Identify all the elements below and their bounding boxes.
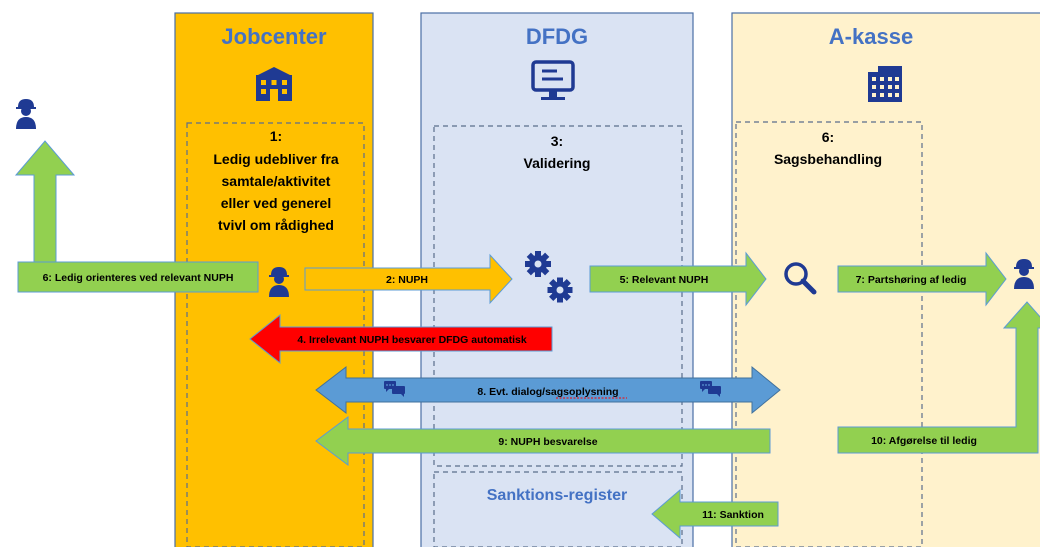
step6-box: [735, 121, 923, 547]
arrow-6-up: [14, 140, 76, 263]
arrow-4-irrelevant: [249, 313, 553, 365]
arrow-7-label: 7: Partshøring af ledig: [856, 274, 967, 286]
arrow-9-label: 9: NUPH besvarelse: [498, 436, 597, 448]
arrow-2-label: 2: NUPH: [386, 274, 428, 286]
arrow-6-orient: [17, 261, 259, 293]
step1-number: 1:: [270, 128, 282, 144]
step6-line: Sagsbehandling: [774, 151, 882, 167]
building-icon: [256, 67, 292, 101]
arrow-4-label: 4. Irrelevant NUPH besvarer DFDG automat…: [297, 334, 526, 346]
jobcenter-title: Jobcenter: [221, 24, 327, 49]
step3-box: [433, 125, 683, 467]
monitor-icon: [531, 60, 575, 100]
person-worker-icon: [269, 267, 289, 297]
arrow-11-sanktion: [651, 488, 779, 540]
person-worker-icon: [16, 99, 36, 129]
arrow-6-orient-label: 6: Ledig orienteres ved relevant NUPH: [43, 272, 234, 284]
chat-icon: [384, 381, 405, 397]
arrow-2-nuph: [304, 253, 513, 305]
arrow-9-besvarelse: [315, 416, 771, 466]
person-worker-icon: [1014, 259, 1034, 289]
step6-number: 6:: [822, 129, 834, 145]
step1-line-1: Ledig udebliver fra: [213, 151, 338, 167]
step1-line-3: eller ved generel: [221, 195, 332, 211]
arrow-8-dialog: [315, 365, 781, 415]
office-building-icon: [868, 66, 902, 102]
step1-line-2: samtale/aktivitet: [222, 173, 331, 189]
arrow-8-label: 8. Evt. dialog/sagsoplysning: [477, 386, 618, 398]
step3-line: Validering: [524, 155, 591, 171]
sanktion-register-label: Sanktions-register: [487, 487, 627, 504]
magnifier-icon: [784, 262, 817, 295]
arrow-7-partshoring: [837, 251, 1007, 307]
step1-line-4: tvivl om rådighed: [218, 217, 334, 233]
chat-icon: [700, 381, 721, 397]
step3-number: 3:: [551, 133, 563, 149]
arrow-11-label: 11: Sanktion: [702, 509, 764, 521]
arrow-10-afgorelse: [837, 301, 1040, 454]
arrow-5-relevant: [589, 251, 767, 307]
dfdg-title: DFDG: [526, 24, 588, 49]
akasse-title: A-kasse: [829, 24, 913, 49]
gears-icon: [525, 251, 573, 303]
arrow-5-label: 5: Relevant NUPH: [620, 274, 709, 286]
arrow-10-label: 10: Afgørelse til ledig: [871, 435, 977, 447]
